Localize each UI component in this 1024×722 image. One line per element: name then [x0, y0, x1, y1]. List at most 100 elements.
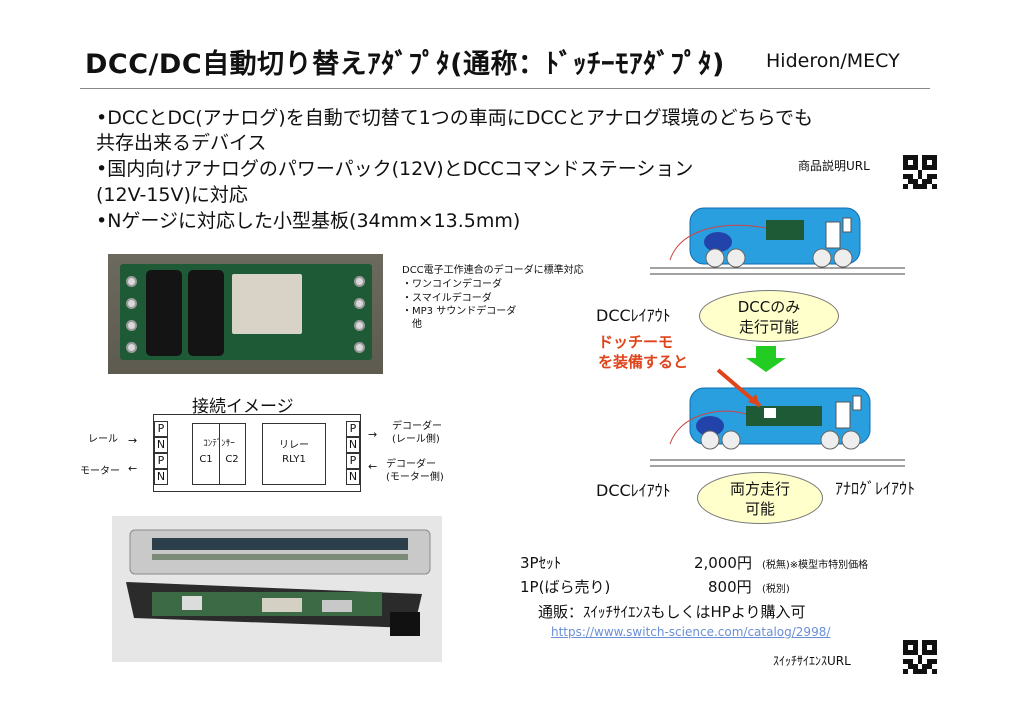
qr-module	[932, 174, 937, 180]
qr-module	[903, 644, 908, 650]
solder-pad	[354, 298, 365, 309]
decoder-item: 他	[402, 319, 422, 330]
qr-module	[907, 179, 913, 185]
qr-module	[917, 169, 923, 175]
qr-module	[922, 644, 928, 650]
qr-module	[927, 164, 933, 170]
qr-module	[922, 649, 928, 655]
solder-pad	[126, 298, 137, 309]
set3-note: (税無)※模型市特別価格	[762, 560, 869, 571]
capacitor-divider	[219, 424, 220, 484]
qr-module	[932, 640, 937, 645]
qr-module	[907, 649, 913, 655]
qr-module	[932, 159, 937, 165]
single-label: 1P(ばら売り)	[520, 578, 611, 596]
qr-module	[922, 179, 928, 185]
bullet-2-line-1: •国内向けアナログのパワーパック(12V)とDCCコマンドステーション	[96, 158, 694, 180]
decoder-heading: DCC電子工作連合のデコーダに標準対応	[402, 265, 584, 276]
qr-module	[903, 640, 908, 645]
qr-module	[932, 164, 937, 170]
title-divider	[80, 88, 930, 89]
train-illustration	[112, 516, 442, 662]
qr-module	[932, 644, 937, 650]
qr-module	[922, 155, 928, 160]
qr-module	[912, 640, 918, 645]
qr-module	[922, 664, 928, 670]
qr-module	[922, 159, 928, 165]
qr-module	[922, 184, 928, 189]
store-link[interactable]: https://www.switch-science.com/catalog/2…	[551, 625, 831, 639]
qr-module	[907, 174, 913, 180]
bullet-2-line-2: (12V-15V)に対応	[96, 184, 248, 206]
qr-module	[927, 174, 933, 180]
analog-layout-label: ｱﾅﾛｸﾞﾚｲｱｳﾄ	[835, 479, 916, 498]
qr-module	[903, 164, 908, 170]
bullet-1-line-1: •DCCとDC(アナログ)を自動で切替て1つの車両にDCCとアナログ環境のどちら…	[96, 107, 814, 129]
qr-module	[912, 164, 918, 170]
qr-module	[907, 664, 913, 670]
qr-module	[912, 664, 918, 670]
product-qr-code[interactable]	[903, 155, 937, 189]
qr-module	[903, 669, 908, 674]
qr-module	[907, 659, 913, 665]
bullet-1-line-2: 共存出来るデバイス	[96, 132, 267, 154]
store-url-label: ｽｲｯﾁｻｲｴﾝｽURL	[773, 654, 851, 668]
qr-module	[907, 164, 913, 170]
qr-module	[912, 159, 918, 165]
solder-pad	[354, 320, 365, 331]
qr-module	[927, 649, 933, 655]
pcb-photo	[108, 254, 383, 374]
right-pin: N	[346, 469, 360, 485]
qr-module	[912, 644, 918, 650]
qr-module	[917, 184, 923, 189]
qr-module	[912, 649, 918, 655]
relay-id: RLY1	[282, 454, 306, 465]
left-pin: P	[154, 453, 168, 469]
connection-diagram: P N P N ｺﾝﾃﾞﾝｻｰ C1 C2 リレー RLY1 P N P N	[153, 414, 361, 492]
page-title: DCC/DC自動切り替えｱﾀﾞﾌﾟﾀ(通称：ﾄﾞｯﾁｰﾓｱﾀﾞﾌﾟﾀ)	[85, 49, 725, 80]
qr-module	[917, 659, 923, 665]
bullet-3: •Nゲージに対応した小型基板(34mm×13.5mm)	[96, 210, 521, 232]
qr-module	[927, 179, 933, 185]
right-pin: P	[346, 421, 360, 437]
qr-module	[903, 155, 908, 160]
single-price: 800円	[708, 578, 752, 596]
qr-module	[927, 659, 933, 665]
dcc-only-bubble: DCCのみ 走行可能	[699, 290, 839, 342]
c2-label: C2	[225, 454, 239, 465]
relay-label: リレー	[279, 440, 309, 451]
capacitor-label: ｺﾝﾃﾞﾝｻｰ	[203, 439, 235, 449]
left-pin: N	[154, 437, 168, 453]
qr-module	[912, 669, 918, 674]
qr-module	[912, 184, 918, 189]
left-pin: P	[154, 421, 168, 437]
store-qr-code[interactable]	[903, 640, 937, 674]
qr-module	[932, 649, 937, 655]
layout-diagram	[650, 207, 905, 467]
decoder-item: ・ワンコインデコーダ	[402, 279, 502, 290]
qr-module	[932, 155, 937, 160]
solder-pad	[354, 276, 365, 287]
solder-pad	[126, 342, 137, 353]
qr-module	[912, 179, 918, 185]
qr-module	[922, 640, 928, 645]
sales-info: 通販：ｽｲｯﾁｻｲｴﾝｽもしくはHPより購入可	[538, 603, 806, 621]
circuit-board	[120, 264, 372, 360]
capacitor-c1	[146, 270, 182, 356]
dcc-layout-label-1: DCCﾚｲｱｳﾄ	[596, 306, 671, 325]
qr-module	[927, 155, 933, 160]
dochimo-callout: ドッチーモ を装備すると	[598, 333, 689, 371]
dcc-layout-label-2: DCCﾚｲｱｳﾄ	[596, 481, 671, 500]
capacitor-block: ｺﾝﾃﾞﾝｻｰ C1 C2	[192, 423, 246, 485]
solder-pad	[126, 320, 137, 331]
qr-module	[932, 184, 937, 189]
left-pin: N	[154, 469, 168, 485]
decoder-item: ・MP3 サウンドデコーダ	[402, 306, 517, 317]
decoder-motor-label: デコーダー (モーター側)	[386, 459, 444, 483]
relay-component	[232, 274, 302, 334]
qr-module	[927, 664, 933, 670]
qr-module	[922, 164, 928, 170]
arrow-right-icon: →	[128, 434, 138, 447]
qr-module	[932, 659, 937, 665]
qr-module	[907, 155, 913, 160]
